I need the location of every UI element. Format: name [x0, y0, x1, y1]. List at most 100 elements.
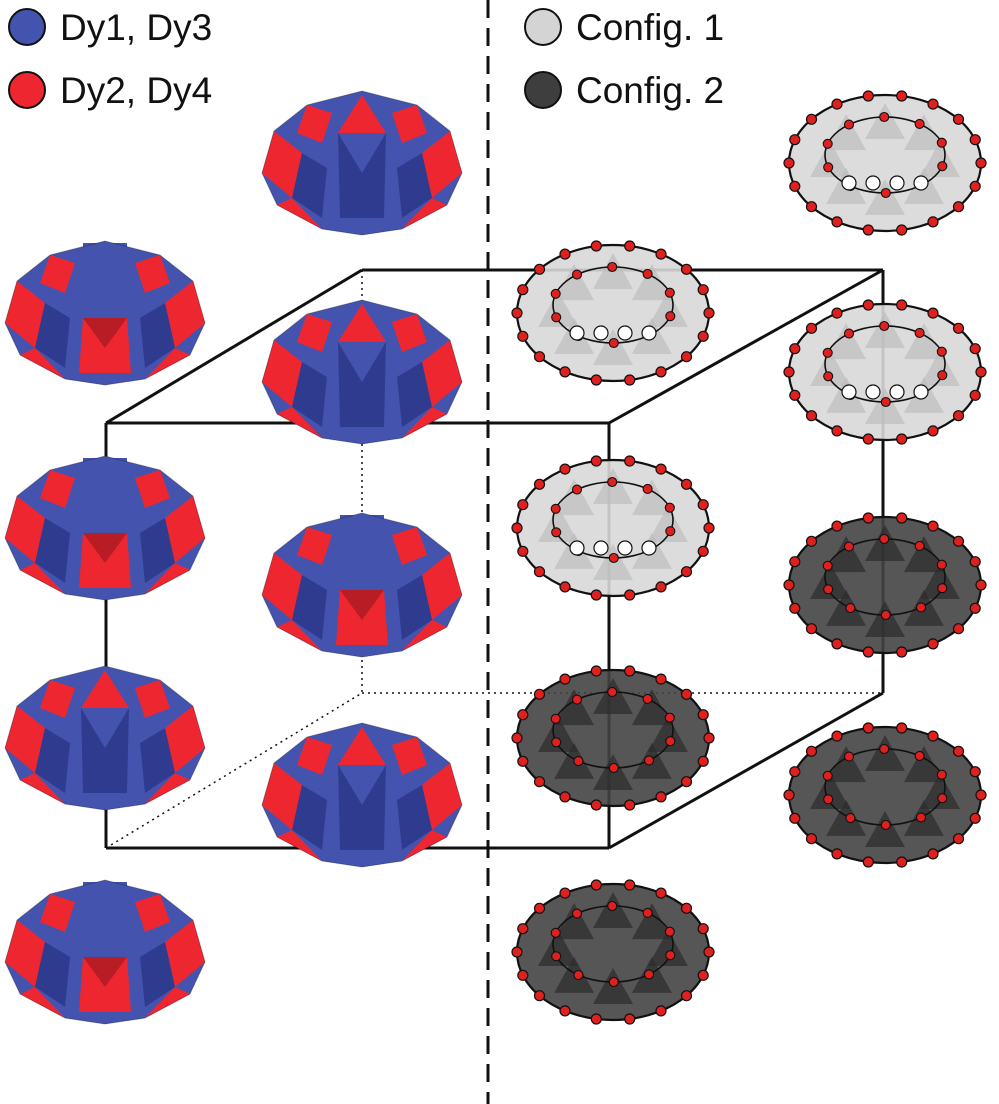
polyhedron-face: [277, 620, 322, 651]
oxygen-atom: [936, 559, 947, 570]
cluster-config1: [783, 90, 987, 236]
metal-atom: [889, 175, 905, 191]
oxygen-atom: [680, 776, 693, 788]
oxygen-atom: [697, 709, 709, 721]
oxygen-atom: [697, 545, 709, 557]
cluster-face: [826, 323, 867, 360]
cluster-face: [810, 563, 850, 599]
oxygen-atom: [517, 709, 529, 721]
cluster-config1: [783, 299, 987, 445]
oxygen-atom: [703, 946, 715, 958]
cluster-face: [554, 689, 595, 726]
oxygen-atom: [822, 347, 833, 358]
cluster-face: [631, 479, 672, 516]
oxygen-atom: [703, 307, 715, 319]
polyhedron-face: [338, 342, 386, 382]
oxygen-atom: [831, 638, 843, 650]
oxygen-atom: [823, 371, 834, 382]
oxygen-atom: [927, 730, 939, 742]
oxygen-atom: [783, 789, 795, 801]
oxygen-atom: [789, 134, 801, 146]
oxygen-atom: [862, 224, 874, 236]
oxygen-atom: [533, 351, 546, 363]
oxygen-atom: [697, 923, 709, 935]
oxygen-atom: [862, 299, 874, 311]
oxygen-atom: [896, 722, 908, 734]
polyhedron-face: [338, 304, 386, 342]
oxygen-atom: [624, 799, 636, 811]
oxygen-atom: [969, 556, 981, 568]
oxygen-atom: [559, 248, 571, 260]
oxygen-atom: [655, 248, 667, 260]
oxygen-atom: [697, 755, 709, 767]
oxygen-atom: [927, 638, 939, 650]
oxygen-atom: [624, 665, 636, 677]
oxygen-atom: [862, 646, 874, 658]
polyhedron-outline: [261, 299, 463, 445]
polyhedron-face: [20, 563, 65, 594]
oxygen-atom: [823, 584, 834, 595]
polyhedron-face: [5, 281, 45, 348]
oxygen-atom: [831, 307, 843, 319]
oxygen-atom: [664, 926, 675, 937]
oxygen-atom: [914, 540, 925, 551]
polyhedron-face: [422, 553, 462, 620]
dy-polyhedron: [261, 299, 463, 445]
oxygen-atom: [517, 755, 529, 767]
oxygen-atom: [573, 756, 584, 767]
oxygen-atom: [896, 856, 908, 868]
polyhedron-face: [165, 920, 205, 987]
polyhedron-face: [83, 458, 127, 533]
polyhedron-face: [35, 303, 70, 368]
cluster-face: [920, 141, 960, 177]
polyhedron-face: [20, 773, 65, 804]
polyhedron-face: [145, 773, 190, 804]
oxygen-atom: [624, 879, 636, 891]
legend-label: Config. 2: [576, 69, 725, 111]
polyhedron-outline: [261, 722, 463, 868]
cluster-config1: [511, 455, 715, 601]
polyhedron-face: [292, 153, 327, 218]
oxygen-atom: [624, 455, 636, 467]
polyhedron-outline: [4, 879, 206, 1025]
oxygen-atom: [590, 1013, 602, 1025]
oxygen-atom: [952, 113, 965, 125]
oxygen-atom: [559, 1005, 571, 1017]
oxygen-atom: [624, 1013, 636, 1025]
legend-label: Config. 1: [576, 6, 725, 48]
oxygen-atom: [511, 946, 523, 958]
polyhedron-face: [145, 563, 190, 594]
cluster-face: [903, 536, 944, 573]
oxygen-atom: [936, 769, 947, 780]
polyhedron-face: [397, 575, 432, 640]
polyhedron-face: [5, 920, 45, 987]
cluster-face: [554, 479, 595, 516]
oxygen-atom: [823, 794, 834, 805]
oxygen-atom: [896, 646, 908, 658]
polyhedron-face: [65, 1012, 145, 1024]
polyhedron-face: [277, 198, 322, 229]
polyhedron-face: [262, 763, 302, 830]
dy-polyhedron: [4, 879, 206, 1025]
oxygen-atom: [937, 583, 948, 594]
metal-atom: [913, 384, 929, 400]
cluster-face: [826, 746, 867, 783]
polyhedron-face: [135, 680, 170, 718]
oxygen-atom: [533, 566, 546, 578]
oxygen-atom: [643, 969, 655, 980]
oxygen-atom: [559, 673, 571, 685]
oxygen-atom: [880, 819, 891, 831]
oxygen-atom: [845, 603, 856, 614]
dy-polyhedron: [261, 512, 463, 658]
polyhedron-face: [140, 728, 175, 793]
oxygen-atom: [896, 224, 908, 236]
metal-atom: [913, 175, 929, 191]
oxygen-atom: [879, 743, 890, 755]
polyhedron-face: [81, 708, 129, 748]
oxygen-atom: [952, 745, 965, 757]
oxygen-atom: [805, 535, 818, 547]
polyhedron-face: [40, 894, 75, 932]
dy-polyhedra-layer: [4, 90, 463, 1025]
oxygen-atom: [952, 410, 965, 422]
legend-item-config2: Config. 2: [524, 71, 724, 109]
